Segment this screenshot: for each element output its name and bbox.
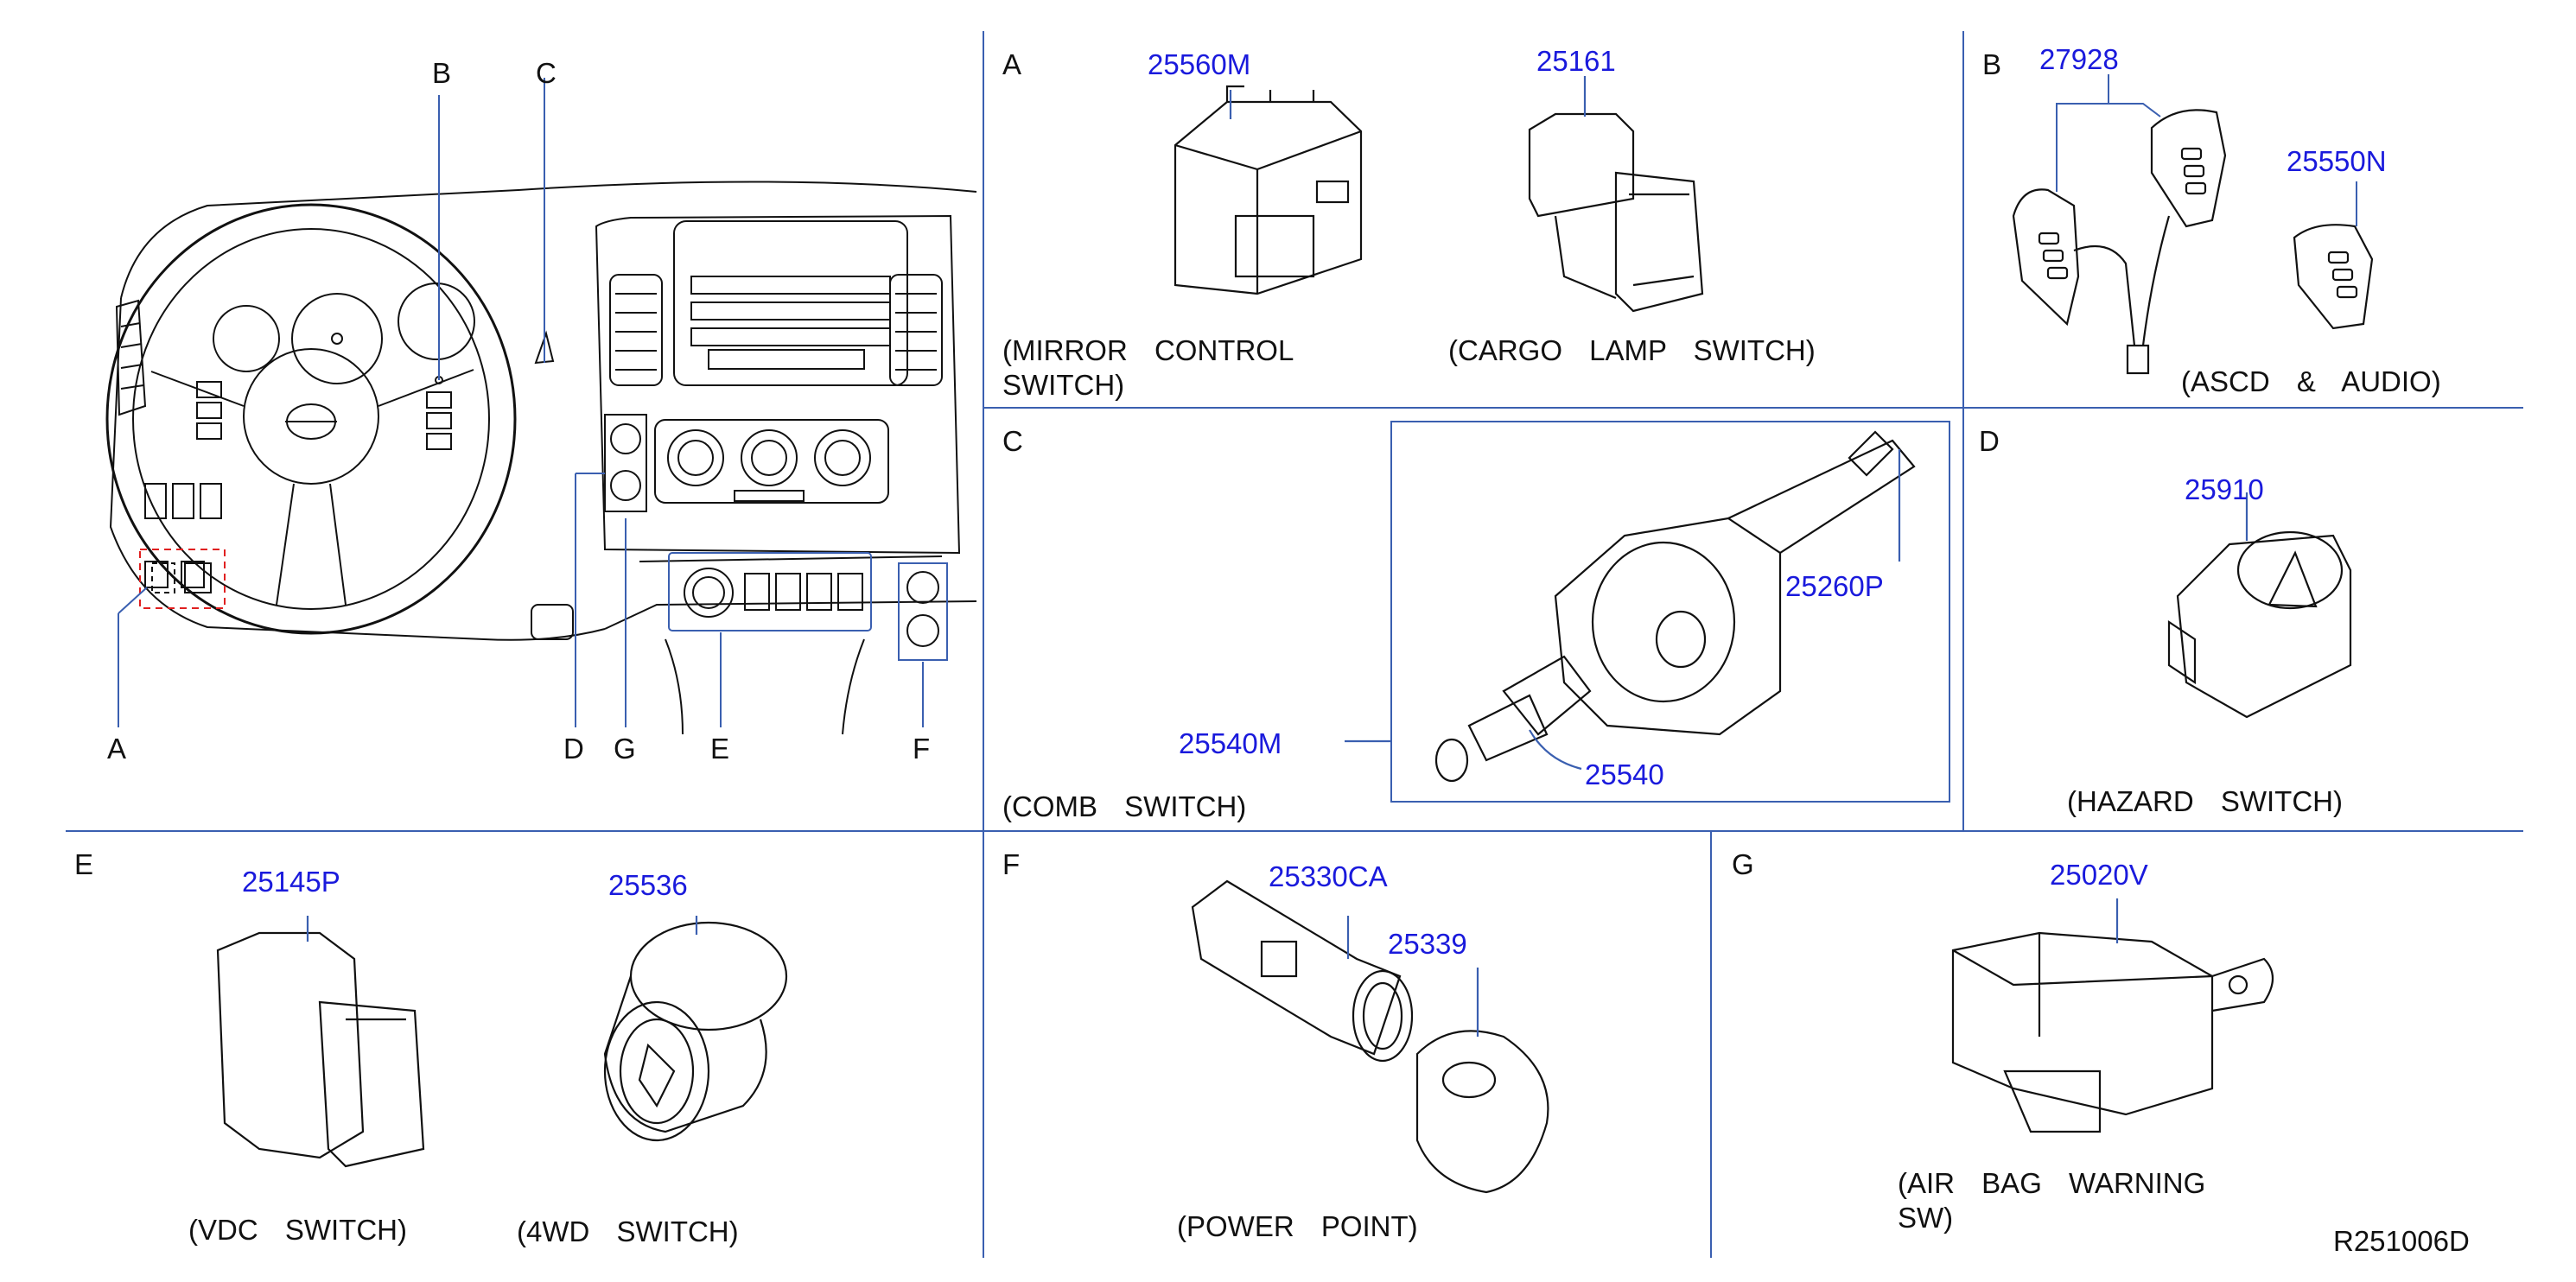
overview-leaders xyxy=(118,78,924,727)
panel-b-leaders xyxy=(2056,74,2357,226)
caption-air-bag-warning: (AIR BAG WARNING xyxy=(1898,1167,2206,1199)
dashboard-illustration xyxy=(105,181,977,735)
overview-callout-d: D xyxy=(563,733,585,765)
part-number-25020v: 25020V xyxy=(2050,859,2148,891)
panel-dividers xyxy=(66,31,2523,1258)
caption-mirror-control-switch: SWITCH) xyxy=(1002,369,1125,401)
part-number-25145p: 25145P xyxy=(242,866,340,898)
panel-b-letter: B xyxy=(1982,48,2002,80)
part-number-25536: 25536 xyxy=(608,869,688,901)
caption-hazard-switch: (HAZARD SWITCH) xyxy=(2067,785,2343,817)
part-number-25560m: 25560M xyxy=(1148,48,1251,80)
caption-4wd-switch: (4WD SWITCH) xyxy=(517,1215,739,1247)
part-number-25330ca: 25330CA xyxy=(1269,860,1388,892)
panel-d-letter: D xyxy=(1979,425,2000,457)
caption-ascd-audio: (ASCD & AUDIO) xyxy=(2181,365,2441,397)
4wd-switch-drawing xyxy=(603,916,788,1142)
ascd-audio-switch-drawing xyxy=(2012,109,2374,375)
reference-code: R251006D xyxy=(2333,1225,2470,1257)
caption-mirror-control: (MIRROR CONTROL xyxy=(1002,334,1294,366)
part-number-25540: 25540 xyxy=(1585,758,1664,790)
overview-callout-a: A xyxy=(107,733,128,765)
part-number-25260p: 25260P xyxy=(1785,570,1884,602)
overview-callout-g: G xyxy=(614,733,637,765)
overview-callout-c: C xyxy=(536,57,557,89)
vdc-switch-drawing xyxy=(216,916,425,1168)
panel-g-letter: G xyxy=(1732,848,1754,880)
part-number-25910: 25910 xyxy=(2185,473,2264,505)
caption-air-bag-sw: SW) xyxy=(1898,1202,1954,1234)
hazard-switch-drawing xyxy=(2167,492,2352,719)
comb-switch-drawing xyxy=(1345,421,1950,803)
mirror-control-switch-drawing xyxy=(1174,85,1363,295)
part-number-25540m: 25540M xyxy=(1179,727,1282,759)
part-number-25339: 25339 xyxy=(1388,928,1467,960)
caption-comb-switch: (COMB SWITCH) xyxy=(1002,790,1247,822)
overview-callout-b: B xyxy=(432,57,453,89)
cargo-lamp-switch-drawing xyxy=(1528,76,1704,313)
overview-callout-e: E xyxy=(710,733,731,765)
panel-a-letter: A xyxy=(1002,48,1022,80)
caption-vdc-switch: (VDC SWITCH) xyxy=(188,1214,407,1246)
caption-power-point: (POWER POINT) xyxy=(1177,1210,1418,1242)
panel-c-letter: C xyxy=(1002,425,1023,457)
power-point-drawing xyxy=(1191,879,1549,1194)
part-number-27928: 27928 xyxy=(2039,43,2119,75)
part-number-25161: 25161 xyxy=(1536,45,1616,77)
overview-callout-f: F xyxy=(913,733,932,765)
panel-f-letter: F xyxy=(1002,848,1021,880)
panel-e-letter: E xyxy=(74,848,94,880)
air-bag-warning-sw-drawing xyxy=(1951,898,2274,1133)
caption-cargo-lamp-switch: (CARGO LAMP SWITCH) xyxy=(1448,334,1816,366)
part-number-25550n: 25550N xyxy=(2287,145,2387,177)
